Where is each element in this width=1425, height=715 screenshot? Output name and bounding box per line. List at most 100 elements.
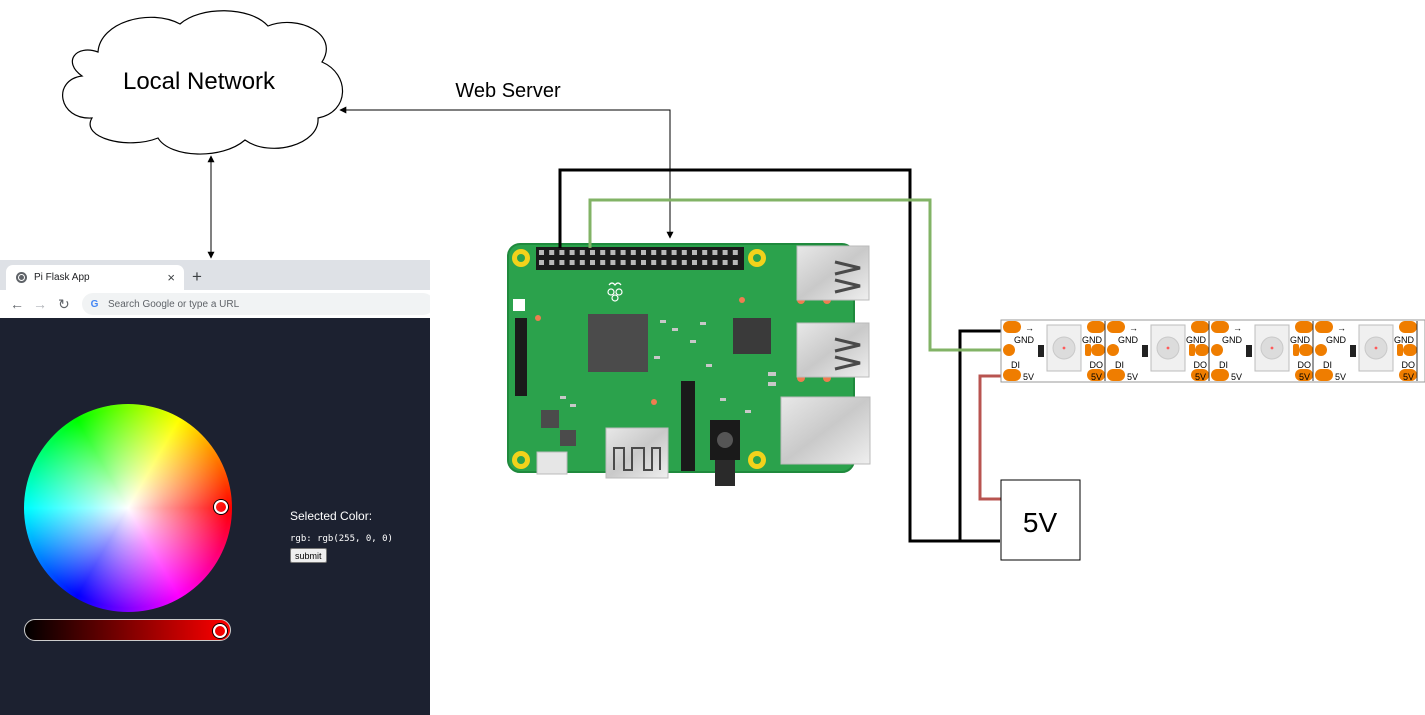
pin-label-di: DI [1011, 360, 1020, 370]
gpio-pin [590, 250, 595, 255]
gpio-pin [539, 260, 544, 265]
brightness-slider-handle[interactable] [213, 624, 227, 638]
gpio-pin [539, 250, 544, 255]
close-icon[interactable]: × [167, 270, 175, 285]
strip-pad [1003, 344, 1015, 356]
gpio-pin [549, 250, 555, 255]
gpio-pin [712, 250, 718, 255]
strip-pad [1107, 344, 1119, 356]
strip-pad [1003, 321, 1021, 333]
usb-controller-chip [733, 318, 771, 354]
strip-pad [1293, 344, 1299, 356]
gpio-pin [712, 260, 718, 265]
gpio-pin [600, 250, 606, 255]
gpio-pin [702, 250, 708, 255]
pin-label-do: DO [1194, 360, 1208, 370]
color-wheel[interactable] [24, 404, 232, 612]
gpio-pin [651, 250, 657, 255]
strip-pad [1211, 344, 1223, 356]
strip-pad [1315, 344, 1327, 356]
pin-label-gnd: GND [1290, 335, 1311, 345]
gpio-pin [590, 260, 595, 265]
search-input[interactable] [106, 297, 410, 311]
strip-pad [1091, 344, 1105, 356]
power-supply-box [1000, 479, 1081, 561]
data-direction-arrow-icon: → [1233, 323, 1242, 333]
web-server-label: Web Server [455, 80, 561, 102]
pin-label-gnd: GND [1394, 335, 1415, 345]
strip-pad [1211, 369, 1229, 381]
globe-icon [16, 272, 27, 283]
web-server-arrow [339, 106, 674, 239]
pin-label-do: DO [1402, 360, 1416, 370]
address-bar[interactable]: G [82, 293, 430, 315]
usb-port-2 [796, 322, 870, 378]
pin-label-di: DI [1323, 360, 1332, 370]
pin-label-5v: 5V [1403, 372, 1414, 382]
gpio-pin [732, 250, 738, 255]
gpio-pin [600, 260, 606, 265]
strip-pad [1087, 321, 1105, 333]
gpio-pin [641, 250, 646, 255]
strip-pad [1189, 344, 1195, 356]
resistor [1038, 345, 1044, 357]
strip-pad [1399, 369, 1417, 381]
gpio-pin [722, 260, 728, 265]
local-network-cloud [62, 10, 344, 155]
pin-label-5v: 5V [1231, 372, 1242, 382]
color-wheel-handle[interactable] [214, 500, 228, 514]
camera-connector [681, 381, 695, 471]
google-icon: G [90, 298, 99, 310]
gpio-pin [620, 250, 626, 255]
strip-pad [1399, 321, 1417, 333]
audio-jack [710, 420, 740, 486]
led-die [1062, 346, 1066, 350]
data-direction-arrow-icon: → [1337, 323, 1346, 333]
rgb-value-text: rgb: rgb(255, 0, 0) [290, 534, 393, 544]
hdmi-port [605, 427, 669, 479]
gpio-pin [661, 250, 667, 255]
reload-icon[interactable]: ↻ [58, 296, 70, 312]
strip-pad [1003, 369, 1021, 381]
gpio-pin [569, 260, 575, 265]
submit-button[interactable]: submit [290, 548, 327, 563]
gpio-pin [610, 260, 616, 265]
brightness-slider[interactable] [24, 619, 231, 641]
pin-label-5v: 5V [1091, 372, 1102, 382]
gpio-pin [671, 260, 677, 265]
led-strip: →GNDDI5VGNDDO5V→GNDDI5VGNDDO5V→GNDDI5VGN… [1000, 319, 1425, 383]
led-die [1374, 346, 1378, 350]
new-tab-button[interactable]: + [192, 267, 202, 286]
ethernet-port [780, 396, 871, 465]
display-connector [515, 318, 527, 396]
pin-label-gnd: GND [1222, 335, 1243, 345]
wiring [558, 168, 1001, 543]
gpio-pin [671, 250, 677, 255]
ground-wire-pi [558, 168, 1000, 543]
tab-pi-flask-app[interactable]: Pi Flask App × [6, 265, 184, 290]
raspberry-logo-icon [607, 282, 623, 302]
strip-pad [1315, 369, 1333, 381]
gpio-pin [681, 250, 687, 255]
strip-pad [1295, 369, 1313, 381]
data-direction-arrow-icon: → [1129, 323, 1138, 333]
tab-title: Pi Flask App [34, 272, 90, 283]
led-die [1270, 346, 1274, 350]
pin-label-do: DO [1298, 360, 1312, 370]
pin-label-gnd: GND [1082, 335, 1103, 345]
gpio-pin [630, 250, 636, 255]
strip-pad [1085, 344, 1091, 356]
pin-label-5v: 5V [1127, 372, 1138, 382]
gpio-pin [559, 250, 565, 255]
raspberry-pi-board [507, 243, 871, 486]
gpio-pin [692, 250, 697, 255]
strip-pad [1403, 344, 1417, 356]
processor-chip [588, 314, 648, 372]
back-arrow-icon[interactable]: ← [10, 296, 24, 312]
pin-label-gnd: GND [1014, 335, 1035, 345]
strip-pad [1211, 321, 1229, 333]
forward-arrow-icon[interactable]: → [33, 296, 47, 312]
strip-pad [1107, 369, 1125, 381]
strip-pad [1195, 344, 1209, 356]
pin-label-5v: 5V [1299, 372, 1310, 382]
